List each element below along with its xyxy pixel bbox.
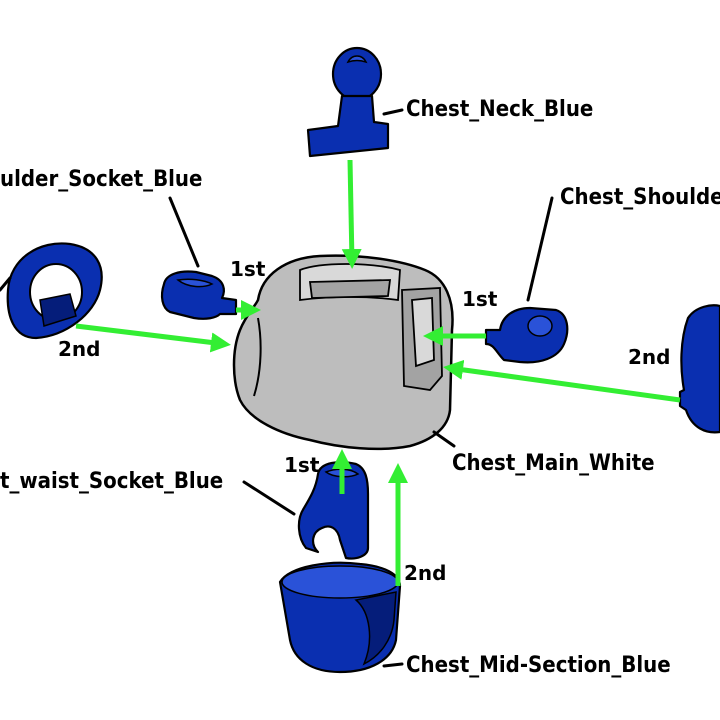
shoulder-ring-left-part — [6, 242, 103, 340]
neck-arrow — [341, 159, 362, 269]
label-waist-socket: t_waist_Socket_Blue — [0, 469, 223, 494]
neck-leader-line — [382, 108, 404, 116]
chest-main-white-part — [232, 254, 454, 451]
main-leader-line — [432, 430, 456, 448]
step-mid-second: 2nd — [404, 561, 446, 585]
shoulder-plate-right-part — [678, 304, 720, 434]
step-right-second: 2nd — [628, 345, 670, 369]
step-right-first: 1st — [462, 287, 498, 311]
label-chest-neck: Chest_Neck_Blue — [406, 97, 593, 122]
ring-left-leader-line — [0, 276, 12, 292]
waist-leader-line — [242, 480, 296, 516]
mid-leader-line — [382, 662, 404, 668]
left-second-arrow — [75, 323, 231, 353]
label-mid-section: Chest_Mid-Section_Blue — [406, 653, 671, 678]
chest-neck-blue-part — [306, 46, 390, 158]
step-left-second: 2nd — [58, 337, 100, 361]
step-left-first: 1st — [230, 257, 266, 281]
shoulder-right-leader-line — [526, 196, 554, 302]
shoulder-socket-right-part — [484, 306, 569, 364]
label-shoulder-right: Chest_Shoulde — [560, 185, 720, 210]
shoulder-left-leader-line — [168, 196, 200, 268]
step-waist-first: 1st — [284, 453, 320, 477]
right-second-arrow — [443, 359, 681, 403]
label-shoulder-socket-left: ulder_Socket_Blue — [0, 167, 202, 192]
label-chest-main: Chest_Main_White — [452, 451, 655, 476]
chest-mid-section-blue-part — [278, 561, 402, 674]
shoulder-socket-left-part — [160, 270, 238, 320]
